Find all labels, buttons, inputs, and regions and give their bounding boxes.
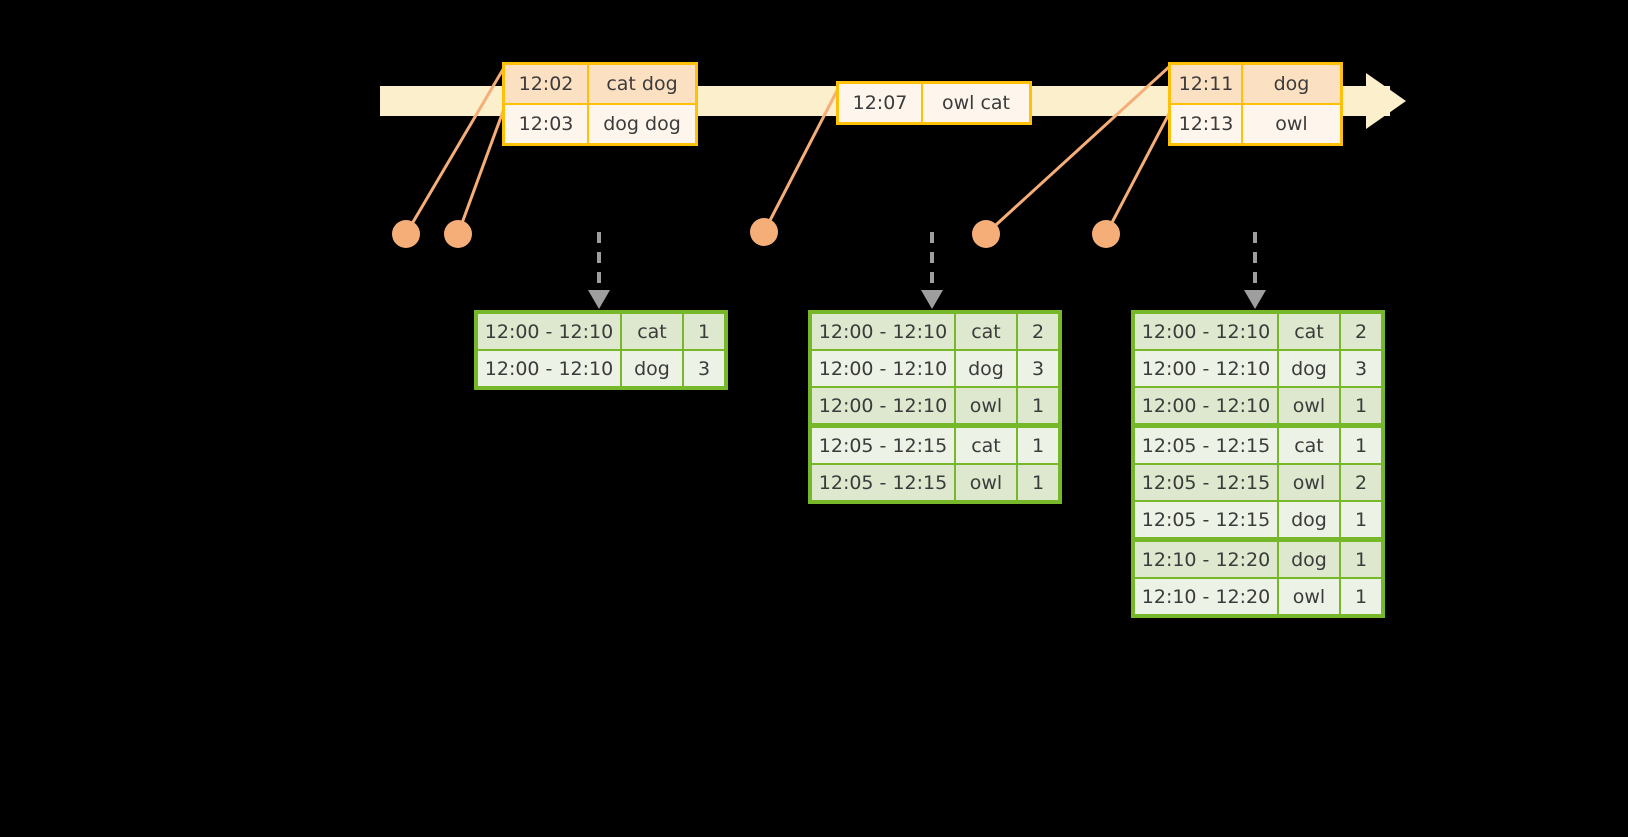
count-cell: 1 bbox=[1341, 502, 1381, 537]
connector-dot-1211 bbox=[972, 220, 1000, 248]
key-cell: owl bbox=[956, 388, 1016, 423]
window-cell: 12:10 - 12:20 bbox=[1135, 579, 1277, 614]
window-cell: 12:00 - 12:10 bbox=[812, 351, 954, 386]
event-row: 12:07 owl cat bbox=[839, 84, 1029, 122]
event-row: 12:03 dog dog bbox=[505, 103, 695, 143]
count-cell: 1 bbox=[1018, 428, 1058, 463]
count-cell: 2 bbox=[1341, 465, 1381, 500]
connector-line-1213 bbox=[1104, 107, 1174, 235]
window-cell: 12:00 - 12:10 bbox=[812, 314, 954, 349]
event-box-3[interactable]: 12:11 dog 12:13 owl bbox=[1168, 62, 1343, 146]
event-row: 12:11 dog bbox=[1171, 65, 1340, 103]
window-cell: 12:05 - 12:15 bbox=[812, 428, 954, 463]
window-cell: 12:00 - 12:10 bbox=[1135, 388, 1277, 423]
key-cell: owl bbox=[1279, 388, 1339, 423]
window-cell: 12:05 - 12:15 bbox=[1135, 428, 1277, 463]
count-cell: 1 bbox=[1018, 465, 1058, 500]
event-time: 12:11 bbox=[1171, 65, 1243, 103]
key-cell: cat bbox=[1279, 428, 1339, 463]
key-cell: cat bbox=[622, 314, 682, 349]
key-cell: cat bbox=[1279, 314, 1339, 349]
window-cell: 12:05 - 12:15 bbox=[812, 465, 954, 500]
count-cell: 1 bbox=[684, 314, 724, 349]
event-words: owl cat bbox=[923, 84, 1029, 122]
window-cell: 12:10 - 12:20 bbox=[1135, 542, 1277, 577]
event-row: 12:13 owl bbox=[1171, 103, 1340, 143]
key-cell: dog bbox=[622, 351, 682, 386]
window-cell: 12:00 - 12:10 bbox=[812, 388, 954, 423]
emit-arrow-1-head-icon bbox=[588, 290, 610, 309]
connector-dot-1207 bbox=[750, 218, 778, 246]
count-cell: 1 bbox=[1341, 579, 1381, 614]
key-cell: owl bbox=[956, 465, 1016, 500]
event-box-1[interactable]: 12:02 cat dog 12:03 dog dog bbox=[502, 62, 698, 146]
event-words: dog bbox=[1243, 65, 1340, 103]
key-cell: dog bbox=[1279, 351, 1339, 386]
count-cell: 1 bbox=[1341, 428, 1381, 463]
emit-arrow-3-head-icon bbox=[1244, 290, 1266, 309]
event-time: 12:13 bbox=[1171, 105, 1243, 143]
count-cell: 1 bbox=[1341, 542, 1381, 577]
key-cell: owl bbox=[1279, 579, 1339, 614]
key-cell: owl bbox=[1279, 465, 1339, 500]
event-time: 12:02 bbox=[505, 65, 589, 103]
key-cell: cat bbox=[956, 428, 1016, 463]
key-cell: cat bbox=[956, 314, 1016, 349]
event-time: 12:07 bbox=[839, 84, 923, 122]
connector-line-1203 bbox=[456, 105, 507, 235]
key-cell: dog bbox=[1279, 502, 1339, 537]
count-cell: 3 bbox=[1018, 351, 1058, 386]
window-cell: 12:00 - 12:10 bbox=[1135, 314, 1277, 349]
count-cell: 3 bbox=[684, 351, 724, 386]
window-cell: 12:00 - 12:10 bbox=[478, 351, 620, 386]
event-time: 12:03 bbox=[505, 105, 589, 143]
window-cell: 12:00 - 12:10 bbox=[478, 314, 620, 349]
count-cell: 3 bbox=[1341, 351, 1381, 386]
connector-dot-1203 bbox=[444, 220, 472, 248]
count-cell: 2 bbox=[1341, 314, 1381, 349]
event-box-2[interactable]: 12:07 owl cat bbox=[836, 81, 1032, 125]
event-row: 12:02 cat dog bbox=[505, 65, 695, 103]
count-cell: 1 bbox=[1018, 388, 1058, 423]
window-cell: 12:00 - 12:10 bbox=[1135, 351, 1277, 386]
count-cell: 1 bbox=[1341, 388, 1381, 423]
timeline-arrowhead-icon bbox=[1366, 73, 1406, 129]
event-words: owl bbox=[1243, 105, 1340, 143]
window-cell: 12:05 - 12:15 bbox=[1135, 502, 1277, 537]
count-cell: 2 bbox=[1018, 314, 1058, 349]
event-words: cat dog bbox=[589, 65, 695, 103]
connector-dot-1202 bbox=[392, 220, 420, 248]
connector-dot-1213 bbox=[1092, 220, 1120, 248]
emit-arrow-2-head-icon bbox=[921, 290, 943, 309]
key-cell: dog bbox=[1279, 542, 1339, 577]
window-cell: 12:05 - 12:15 bbox=[1135, 465, 1277, 500]
key-cell: dog bbox=[956, 351, 1016, 386]
event-words: dog dog bbox=[589, 105, 695, 143]
